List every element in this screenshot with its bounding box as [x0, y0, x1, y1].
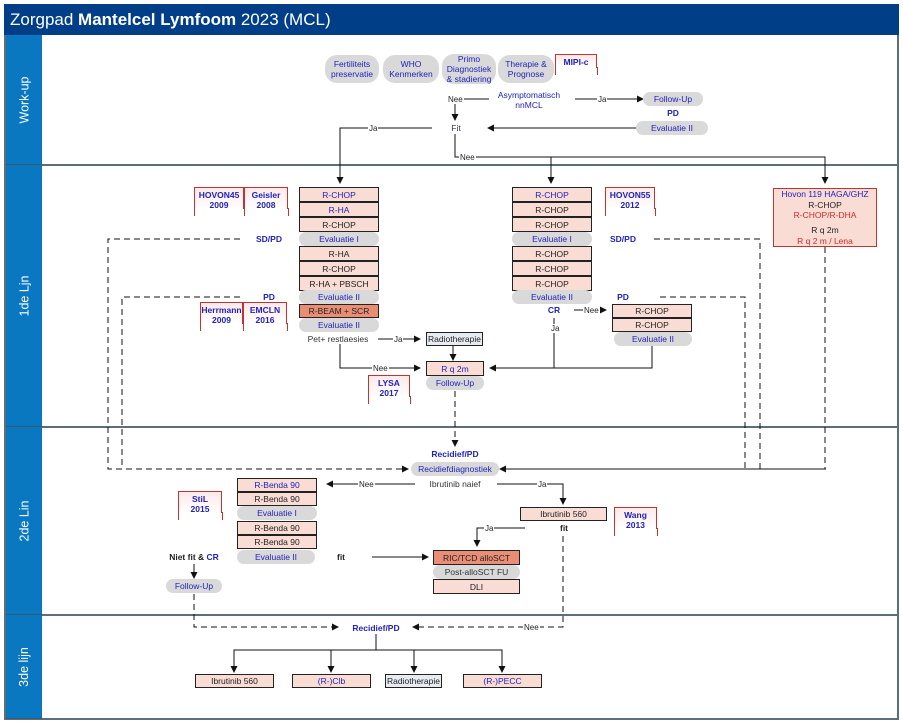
label-nee: Nee — [358, 480, 375, 489]
decision-sd-pd: SD/PD — [594, 233, 652, 245]
step-r-beam-scr[interactable]: R-BEAM + SCR — [299, 304, 379, 318]
hovon119-line: R-CHOP — [808, 199, 842, 210]
label-ja: Ja — [537, 480, 548, 489]
reference-hovon45[interactable]: HOVON45 2009 — [193, 187, 245, 216]
option-radiotherapie[interactable]: Radiotherapie — [385, 674, 442, 688]
step-r-chop[interactable]: R-CHOP — [299, 217, 379, 232]
followup-2de-lijn[interactable]: Follow-Up — [166, 579, 222, 593]
decision-ibrutinib-naief: Ibrutinib naief — [414, 478, 496, 490]
step-r-chop[interactable]: R-CHOP — [512, 187, 592, 202]
label-nee: Nee — [372, 364, 389, 373]
step-r-chop[interactable]: R-CHOP — [512, 246, 592, 261]
step-ric-tcd-allosct[interactable]: RIC/TCD alloSCT — [433, 550, 520, 565]
evaluatie-ii[interactable]: Evaluatie II — [614, 332, 692, 346]
decision-recidief-pd-3de: Recidief/PD — [340, 621, 412, 634]
reference-wang[interactable]: Wang 2013 — [613, 507, 658, 536]
followup-workup[interactable]: Follow-Up — [643, 92, 703, 106]
reference-lysa[interactable]: LYSA 2017 — [367, 375, 411, 404]
step-r-chop[interactable]: R-CHOP — [299, 187, 379, 202]
step-r-ha-pbsch[interactable]: R-HA + PBSCH — [299, 276, 379, 291]
hovon119-box[interactable]: Hovon 119 HAGA/GHZ R-CHOP R-CHOP/R-DHA R… — [773, 188, 877, 247]
hovon119-title: Hovon 119 HAGA/GHZ — [781, 189, 869, 199]
pill-primo-diagnostiek[interactable]: Primo Diagnostiek & stadiering — [442, 54, 496, 84]
lane-divider — [42, 614, 897, 616]
label-ja: Ja — [368, 124, 379, 133]
hovon119-line: R q 2 m / Lena — [797, 235, 853, 246]
hovon119-line: R q 2m — [811, 225, 839, 235]
label-ja: Ja — [550, 324, 561, 333]
page-title: Zorgpad Mantelcel Lymfoom 2023 (MCL) — [4, 4, 899, 35]
step-r-q-2m[interactable]: R q 2m — [426, 361, 484, 376]
step-r-benda[interactable]: R-Benda 90 — [237, 492, 317, 506]
decision-niet-fit-cr: Niet fit & CR — [152, 551, 236, 563]
label-nee: Nee — [523, 623, 540, 632]
followup-1de-lijn[interactable]: Follow-Up — [426, 376, 484, 390]
option-r-pecc[interactable]: (R-)PECC — [463, 674, 542, 688]
step-r-benda[interactable]: R-Benda 90 — [237, 521, 317, 535]
evaluatie-ii[interactable]: Evaluatie II — [237, 550, 315, 564]
label-ja: Ja — [393, 335, 404, 344]
evaluatie-ii-workup[interactable]: Evaluatie II — [636, 121, 708, 135]
pill-fertiliteit[interactable]: Fertiliteits preservatie — [325, 55, 379, 83]
reference-emcln[interactable]: EMCLN 2016 — [242, 302, 288, 331]
reference-mipi-c[interactable]: MIPI-c — [554, 54, 598, 75]
pill-therapie-prognose[interactable]: Therapie & Prognose — [498, 55, 554, 83]
decision-pd: PD — [240, 291, 298, 303]
step-r-chop[interactable]: R-CHOP — [512, 261, 592, 276]
decision-asymptomatisch: Asymptomatisch nnMCL — [480, 89, 578, 111]
decision-fit-benda: fit — [316, 551, 366, 563]
decision-recidief-pd: Recidief/PD — [420, 448, 490, 460]
decision-fit-ibrutinib: fit — [530, 522, 598, 534]
reference-hovon55[interactable]: HOVON55 2012 — [604, 187, 656, 216]
evaluatie-ii[interactable]: Evaluatie II — [299, 318, 379, 332]
option-ibrutinib-560[interactable]: Ibrutinib 560 — [195, 674, 274, 688]
evaluatie-i[interactable]: Evaluatie I — [237, 506, 317, 520]
decision-sd-pd: SD/PD — [240, 233, 298, 245]
step-r-chop[interactable]: R-CHOP — [299, 261, 379, 276]
reference-stil[interactable]: StiL 2015 — [177, 491, 223, 520]
reference-geisler[interactable]: Geisler 2008 — [243, 187, 289, 216]
step-r-chop[interactable]: R-CHOP — [512, 276, 592, 291]
label-ja: Ja — [484, 524, 495, 533]
lane-label-1de-lijn: 1de Ljn — [6, 165, 42, 427]
hovon119-line: R-CHOP/R-DHA — [793, 210, 857, 220]
decision-pet-restlaesies: Pet+ restlaesies — [296, 333, 380, 345]
step-ibrutinib-560[interactable]: Ibrutinib 560 — [520, 507, 607, 521]
step-r-ha[interactable]: R-HA — [299, 202, 379, 217]
step-r-chop[interactable]: R-CHOP — [512, 217, 592, 232]
step-r-chop[interactable]: R-CHOP — [512, 202, 592, 217]
step-radiotherapie[interactable]: Radiotherapie — [426, 332, 483, 346]
evaluatie-ii[interactable]: Evaluatie II — [512, 290, 592, 304]
decision-pd-workup: PD — [645, 107, 701, 119]
pill-who-kenmerken[interactable]: WHO Kenmerken — [383, 55, 439, 83]
post-allosct-fu[interactable]: Post-alloSCT FU — [433, 565, 520, 579]
label-nee: Nee — [447, 95, 464, 104]
step-dli[interactable]: DLI — [433, 579, 520, 594]
lane-label-workup: Work-up — [6, 35, 42, 165]
label-nee: Nee — [583, 306, 600, 315]
decision-fit: Fit — [430, 121, 482, 135]
evaluatie-i[interactable]: Evaluatie I — [512, 232, 592, 246]
step-r-benda[interactable]: R-Benda 90 — [237, 478, 317, 492]
decision-cr: CR — [526, 304, 582, 316]
reference-herrmann[interactable]: Herrmann 2009 — [199, 302, 244, 331]
step-r-chop[interactable]: R-CHOP — [612, 318, 692, 332]
evaluatie-i[interactable]: Evaluatie I — [299, 232, 379, 246]
step-r-ha[interactable]: R-HA — [299, 246, 379, 261]
lane-label-2de-lijn: 2de Lin — [6, 427, 42, 615]
step-r-benda[interactable]: R-Benda 90 — [237, 535, 317, 549]
recidiefdiagnostiek[interactable]: Recidiefdiagnostiek — [411, 462, 499, 476]
lane-divider — [42, 164, 897, 166]
decision-pd: PD — [594, 291, 652, 303]
label-nee: Nee — [459, 153, 476, 162]
step-r-chop[interactable]: R-CHOP — [612, 304, 692, 318]
option-r-clb[interactable]: (R-)Clb — [292, 674, 371, 688]
label-ja: Ja — [597, 95, 608, 104]
lane-label-3de-lijn: 3de lijn — [6, 615, 42, 719]
lane-divider — [42, 426, 897, 428]
evaluatie-ii[interactable]: Evaluatie II — [299, 290, 379, 304]
